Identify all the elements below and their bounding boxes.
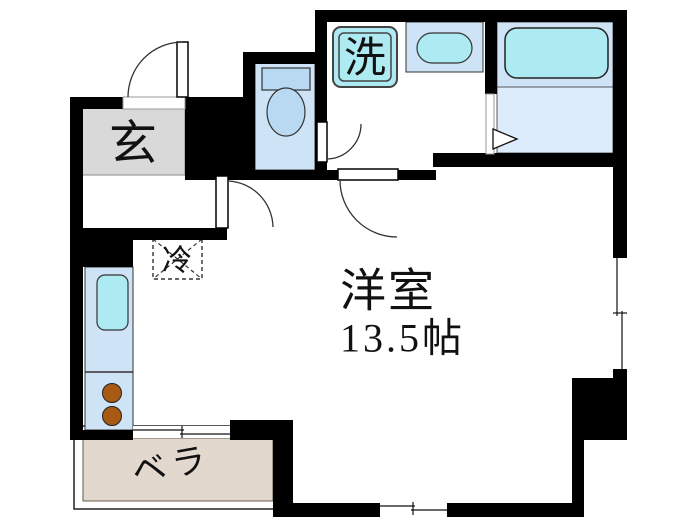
washroom-door [316,121,362,163]
wall [613,22,627,258]
walls [70,10,627,517]
wall [572,440,584,503]
door-leaf [316,121,328,163]
wall [230,420,293,440]
wall [82,228,227,240]
label-room-size: 13.5帖 [340,316,465,361]
washing-machine-box [332,26,398,88]
hall-door-left [215,175,274,229]
wall [243,52,327,64]
wall [70,97,123,109]
folding-door-icon [492,128,519,150]
label-washing-machine: 洗 [344,36,386,82]
wall [398,170,436,180]
door-swing-arc [227,180,274,228]
wall [497,10,627,22]
label-refrigerator: 冷 [162,245,192,278]
window-right [613,258,627,369]
bathtub-icon [504,27,609,79]
washing-machine-inner [338,32,392,82]
wall [315,10,497,22]
window-bottom [380,502,447,515]
toilet-bowl-icon [266,87,306,137]
main-room-door [337,168,399,238]
wall [485,22,497,94]
veranda-floor [82,437,274,502]
door-leaf [215,175,229,229]
door-swing-arc [326,123,362,160]
labels: 玄 洗 冷 洋室 13.5帖 ベラ [109,36,465,491]
door-threshold [122,96,186,110]
door-gap [485,93,495,155]
wall [447,503,584,517]
door-leaf [176,41,189,98]
wall-pillar [572,378,627,440]
door-leaf [337,168,399,181]
wall [70,97,83,440]
window-veranda [133,426,230,438]
wall [433,153,613,167]
label-entrance: 玄 [109,118,157,171]
wall [70,430,133,440]
wall [273,440,293,517]
wall [212,170,340,180]
door-swing-arc [127,41,183,98]
wall [82,240,133,267]
burner-icon [102,406,122,426]
burner-icon [102,383,122,403]
wall [243,52,255,180]
wall [613,369,627,378]
entrance-door [122,41,189,110]
doors [122,41,519,238]
wall [293,503,380,517]
wash-basin-icon [416,32,473,64]
windows [133,258,627,515]
door-swing-arc [339,179,398,238]
bathroom-door [485,93,519,155]
kitchen-sink-icon [96,274,129,331]
label-room-name: 洋室 [340,266,436,317]
refrigerator-box [152,238,203,280]
toilet-tank [261,67,311,91]
